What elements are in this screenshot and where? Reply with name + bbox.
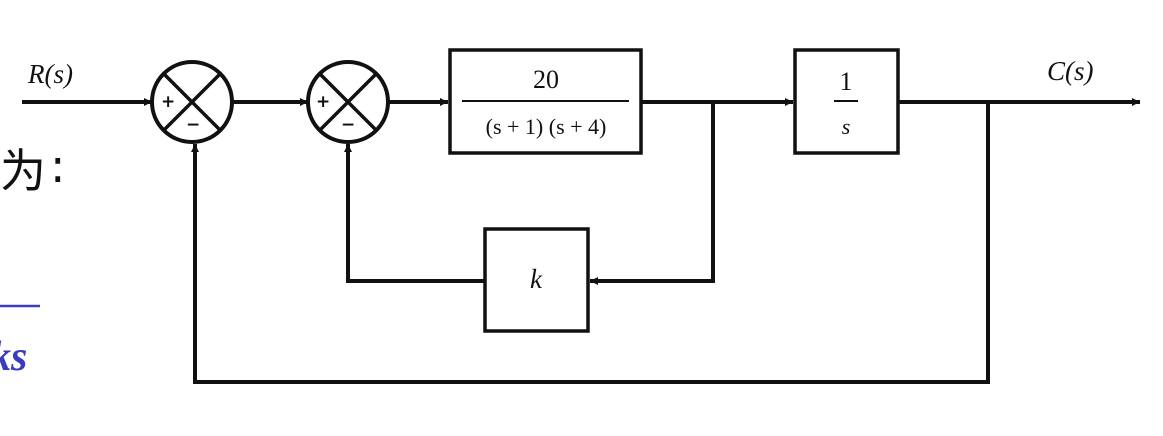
gain-to-inner-junction-path bbox=[344, 144, 485, 283]
side-char-text: 为 bbox=[0, 144, 46, 198]
blue-fragment-text: ks bbox=[0, 334, 27, 380]
feedback-gain-label: k bbox=[530, 264, 543, 294]
inner-plus-sign: + bbox=[316, 92, 330, 112]
input-signal-label: R(s) bbox=[27, 59, 73, 89]
integrator-numerator: 1 bbox=[840, 67, 853, 96]
plant-numerator: 20 bbox=[533, 65, 559, 94]
outer-minus-sign: − bbox=[186, 115, 200, 135]
plant-denominator: (s + 1) (s + 4) bbox=[486, 114, 607, 139]
inner-feedback-path bbox=[590, 102, 715, 285]
inner-minus-sign: − bbox=[341, 115, 355, 135]
outer-plus-sign: + bbox=[161, 92, 175, 112]
output-signal-label: C(s) bbox=[1047, 56, 1094, 86]
integrator-denominator: s bbox=[842, 114, 851, 139]
outer-feedback-path bbox=[191, 102, 990, 384]
feedback-gain-block bbox=[483, 227, 590, 333]
side-colon-text: : bbox=[50, 139, 66, 193]
